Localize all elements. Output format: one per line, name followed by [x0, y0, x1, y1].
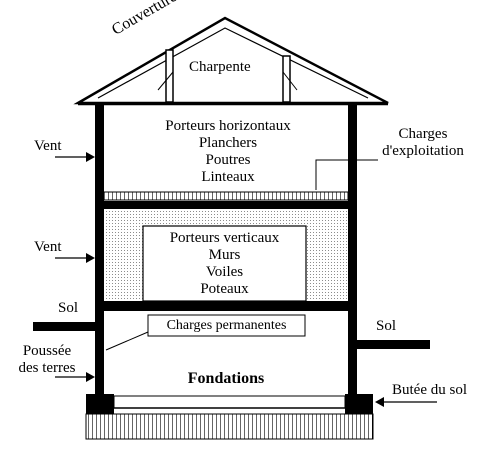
charpente-label: Charpente [189, 59, 251, 75]
voiles-label: Voiles [205, 264, 244, 280]
murs-label: Murs [208, 247, 241, 263]
upper-floor-beam [95, 201, 357, 209]
truss-post-right [282, 55, 291, 103]
charges-exploitation-label-line2: d'exploitation [382, 143, 464, 159]
charges-permanentes-box [147, 314, 306, 337]
sol-right-label: Sol [376, 318, 397, 334]
sol-left-label: Sol [58, 300, 79, 316]
charges-permanentes-leader [105, 331, 149, 351]
ground-line-left [33, 322, 95, 331]
ground-line-right [357, 340, 430, 349]
charges-exploitation-label-line1: Charges [398, 126, 448, 142]
charges-exploitation-leader [315, 159, 378, 190]
linteaux-label: Linteaux [201, 169, 255, 185]
roof [73, 16, 389, 106]
poteaux-label: Poteaux [200, 281, 249, 297]
vertical-bearers-box [142, 225, 307, 302]
lower-floor-beam [95, 301, 357, 311]
butee-du-sol-label: Butée du sol [392, 382, 467, 398]
porteurs-verticaux-label: Porteurs verticaux [169, 230, 280, 246]
porteurs-horizontaux-label: Porteurs horizontaux [165, 118, 291, 134]
poussee-label-line1: Poussée [22, 343, 72, 359]
foundation [85, 394, 374, 440]
fondations-label: Fondations [187, 370, 265, 387]
upper-floor-slab [103, 191, 349, 201]
vent-lower-label: Vent [34, 239, 62, 255]
vent-upper-label: Vent [34, 138, 62, 154]
charges-permanentes-label: Charges permanentes [166, 318, 287, 333]
walls [95, 104, 357, 414]
poussee-label-line2: des terres [18, 360, 76, 376]
planchers-label: Planchers [198, 135, 258, 151]
load-arrows [55, 152, 437, 407]
poutres-label: Poutres [205, 152, 251, 168]
